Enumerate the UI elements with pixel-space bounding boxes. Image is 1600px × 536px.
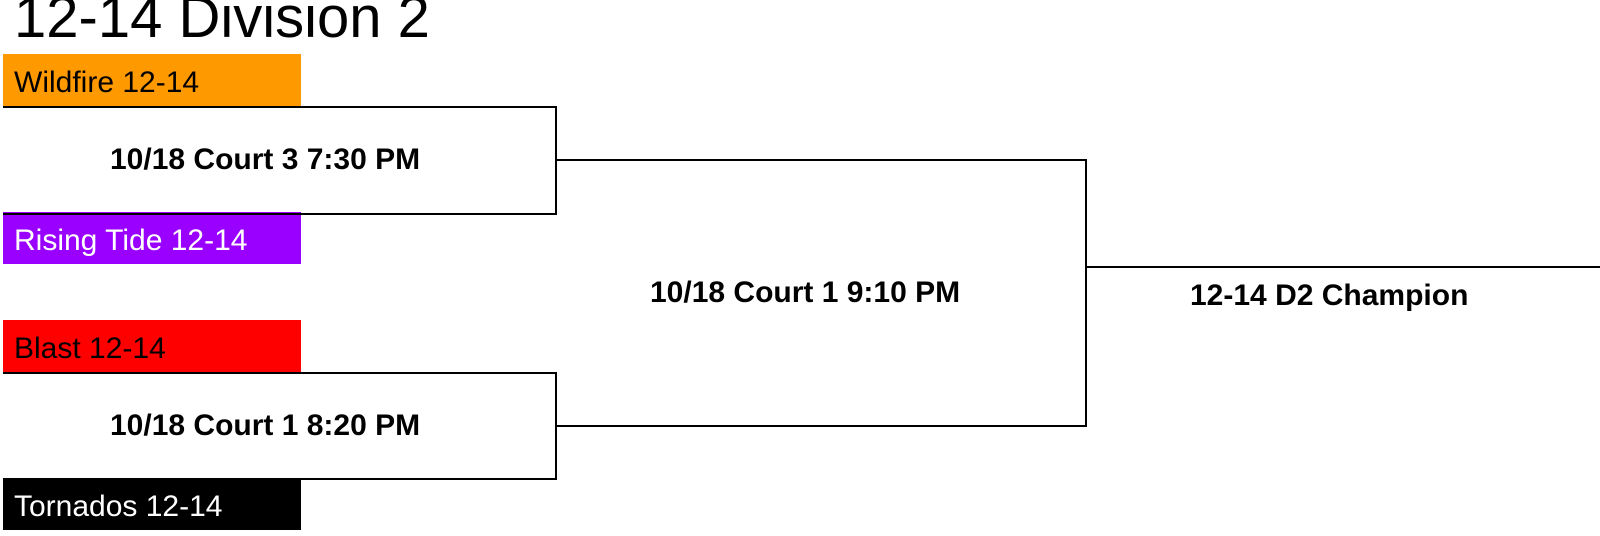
champion-label: 12-14 D2 Champion bbox=[1190, 279, 1469, 312]
team-slot-rising-tide: Rising Tide 12-14 bbox=[3, 212, 301, 264]
final-top-line bbox=[555, 159, 1087, 161]
semifinal-2-game-label: 10/18 Court 1 8:20 PM bbox=[110, 409, 421, 442]
semifinal-2-bottom-line bbox=[3, 478, 557, 480]
final-vertical-line bbox=[1085, 159, 1087, 427]
champion-line bbox=[1085, 266, 1600, 268]
semifinal-1-bottom-line bbox=[3, 213, 557, 215]
final-game-label: 10/18 Court 1 9:10 PM bbox=[650, 276, 961, 309]
team-slot-tornados: Tornados 12-14 bbox=[3, 478, 301, 530]
bracket-title: 12-14 Division 2 bbox=[14, 0, 430, 50]
team-slot-blast: Blast 12-14 bbox=[3, 320, 301, 372]
semifinal-1-top-line bbox=[3, 106, 557, 108]
semifinal-2-top-line bbox=[3, 372, 557, 374]
final-bottom-line bbox=[555, 425, 1087, 427]
semifinal-1-game-label: 10/18 Court 3 7:30 PM bbox=[110, 143, 421, 176]
team-slot-wildfire: Wildfire 12-14 bbox=[3, 54, 301, 106]
